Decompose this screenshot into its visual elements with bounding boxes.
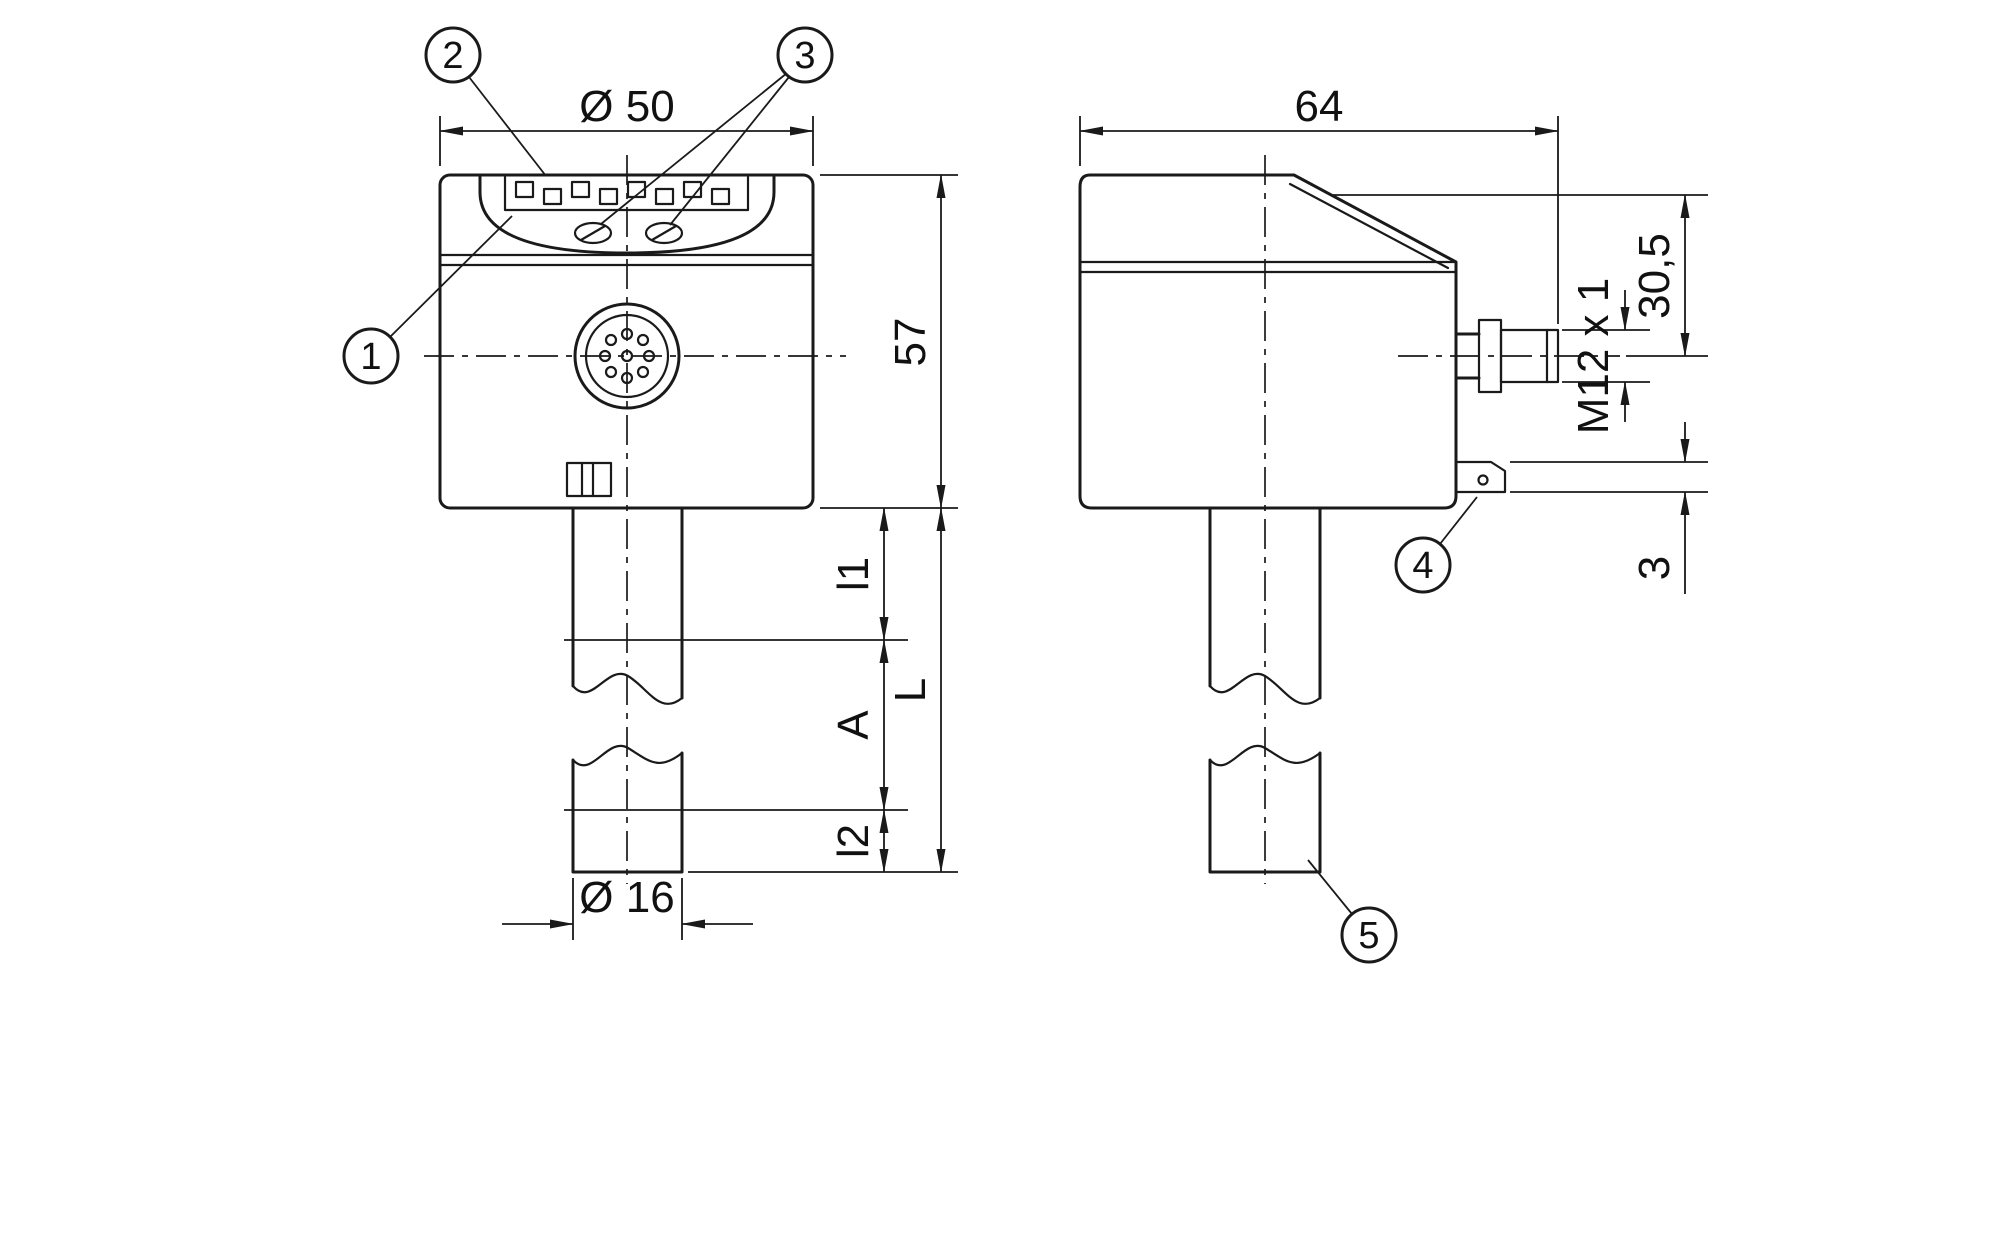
- balloon-2-leader: [468, 76, 547, 177]
- display-window: [478, 175, 776, 255]
- balloon-4-leader: [1439, 496, 1478, 545]
- balloon-1: 1: [342, 215, 513, 385]
- front-view: [424, 155, 908, 884]
- led-segment: [542, 187, 563, 206]
- break-symbol-lower: [571, 744, 684, 767]
- led-segment: [598, 187, 619, 206]
- balloon-5-leader: [1307, 859, 1353, 915]
- connector-pin: [636, 333, 650, 347]
- balloon-callouts: 1 2 3 4 5: [342, 26, 1478, 964]
- led-segment: [654, 187, 675, 206]
- extension-lines: [1562, 329, 1650, 383]
- pushbutton-right: [644, 221, 684, 245]
- dim-connector-offset-label: 30,5: [1630, 233, 1679, 319]
- balloon-3-label: 3: [794, 35, 815, 77]
- balloon-4: 4: [1394, 496, 1478, 594]
- connector-pin: [604, 365, 618, 379]
- balloon-1-label: 1: [360, 336, 381, 378]
- housing-outline-side: [1078, 173, 1458, 510]
- balloon-5: 5: [1307, 859, 1398, 964]
- tube-upper-edges: [1208, 506, 1322, 700]
- extension-lines: [439, 116, 814, 166]
- dim-connector-offset: 30,5: [1333, 194, 1708, 357]
- clip-body: [565, 461, 613, 498]
- balloon-1-leader: [389, 215, 513, 338]
- balloon-3-leader-left: [600, 72, 788, 225]
- dim-tab-height-label: 3: [1630, 556, 1679, 580]
- dim-l1: l1: [829, 507, 889, 641]
- tab-outline: [1454, 460, 1507, 494]
- side-view: [1078, 155, 1620, 884]
- extension-lines: [1079, 116, 1559, 324]
- led-segment: [626, 180, 647, 199]
- dim-l2-label: l2: [829, 824, 878, 858]
- dim-head-diameter: Ø 50: [439, 82, 814, 166]
- balloon-4-label: 4: [1412, 545, 1433, 587]
- led-segment: [710, 187, 731, 206]
- mounting-tab: [1454, 460, 1507, 494]
- dim-total-length: L: [688, 507, 958, 873]
- dim-total-length-label: L: [886, 678, 935, 702]
- balloon-3-marker: [776, 26, 834, 84]
- dim-head-height-label: 57: [886, 318, 935, 367]
- pushbuttons: [573, 221, 684, 245]
- dim-head-diameter-label: Ø 50: [579, 82, 674, 131]
- extension-lines: [1510, 461, 1708, 493]
- clip-detail: [580, 461, 595, 498]
- connector-pin: [604, 333, 618, 347]
- tab-hole: [1477, 474, 1489, 486]
- m12-connector-side: [1454, 318, 1560, 394]
- housing-clip-front: [565, 461, 613, 498]
- balloon-3-leader-right: [669, 76, 790, 226]
- dim-probe-diameter-label: Ø 16: [579, 873, 674, 922]
- balloon-2: 2: [424, 26, 547, 177]
- pushbutton-left: [573, 221, 613, 245]
- led-segment: [514, 180, 535, 199]
- led-segments: [514, 180, 731, 206]
- dim-depth-label: 64: [1295, 82, 1344, 131]
- led-segment: [570, 180, 591, 199]
- pushbutton-right-slot: [650, 224, 678, 242]
- dim-a: A: [829, 639, 889, 811]
- balloon-2-label: 2: [442, 35, 463, 77]
- dim-depth: 64: [1079, 82, 1559, 324]
- dim-l2: l2: [829, 809, 889, 873]
- pushbutton-left-slot: [579, 224, 607, 242]
- connector-neck: [1454, 332, 1481, 380]
- dim-head-height: 57: [820, 174, 958, 509]
- balloon-5-label: 5: [1358, 915, 1379, 957]
- balloon-3: 3: [600, 26, 834, 226]
- reference-lines-probe: [564, 639, 908, 811]
- dimensions-side: 64 30,5 M12 x 1 3: [1079, 82, 1708, 594]
- extension-lines: [572, 878, 683, 940]
- break-symbol-upper: [571, 672, 684, 705]
- balloon-1-marker: [342, 327, 400, 385]
- dim-thread-label: M12 x 1: [1569, 278, 1618, 435]
- connector-pin: [636, 365, 650, 379]
- extension-lines: [820, 174, 958, 509]
- housing-seam-side: [1078, 260, 1458, 274]
- tube-upper-edges: [571, 506, 684, 700]
- balloon-5-marker: [1340, 906, 1398, 964]
- dim-thread: M12 x 1: [1562, 278, 1650, 435]
- dim-l1-label: l1: [829, 557, 878, 591]
- probe-tube-front: [571, 506, 684, 874]
- balloon-2-marker: [424, 26, 482, 84]
- extension-lines: [1333, 194, 1708, 357]
- balloon-4-marker: [1394, 536, 1452, 594]
- dim-tab-height: 3: [1510, 422, 1708, 594]
- display-edge-side: [1288, 182, 1450, 270]
- dimensions-front: Ø 50 57 l1 A l2 L Ø 16: [439, 82, 958, 940]
- dim-a-label: A: [829, 710, 878, 740]
- dim-probe-diameter: Ø 16: [502, 873, 753, 940]
- connector-outer-ring: [573, 302, 681, 410]
